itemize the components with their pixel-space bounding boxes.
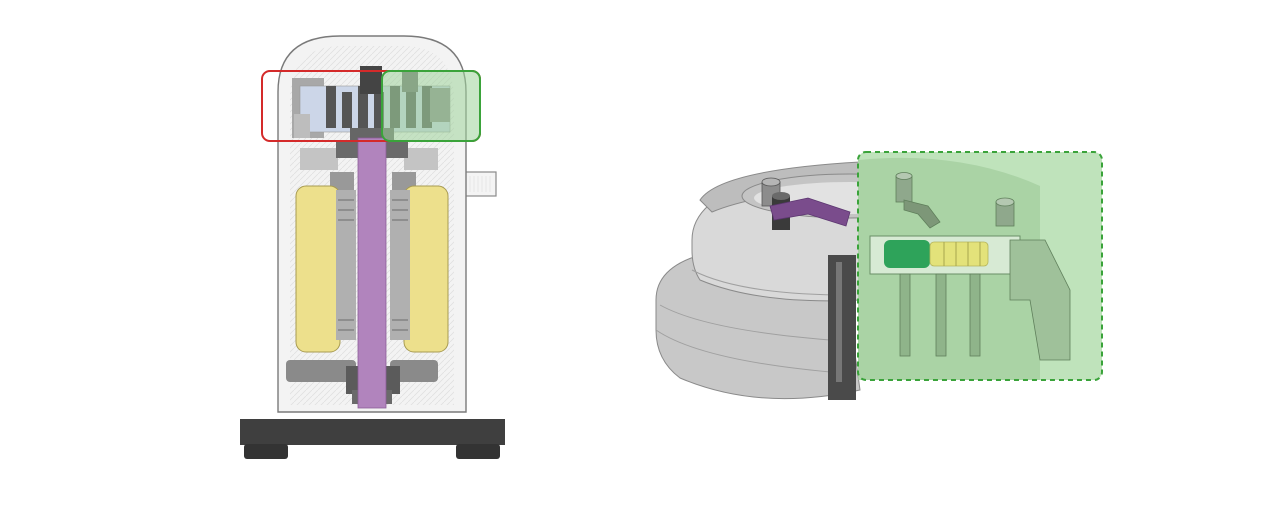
valve-spring: [929, 241, 989, 267]
compressor-foot-left: [244, 444, 288, 459]
valve-bolt-right-2: [995, 197, 1015, 227]
crankshaft: [357, 137, 387, 409]
valve-retainer-arm: [769, 197, 851, 227]
compressor-base-plate: [240, 419, 505, 445]
motor-stator: [295, 185, 449, 353]
compressor-cross-section: [240, 35, 505, 459]
valve-highlight-green: [381, 70, 481, 142]
valve-bolt-right-1: [895, 172, 913, 203]
valve-detail-region: [857, 151, 1103, 381]
scroll-detail-cutaway: [655, 151, 1103, 400]
compressor-foot-right: [456, 444, 500, 459]
valve-piston: [884, 240, 930, 268]
